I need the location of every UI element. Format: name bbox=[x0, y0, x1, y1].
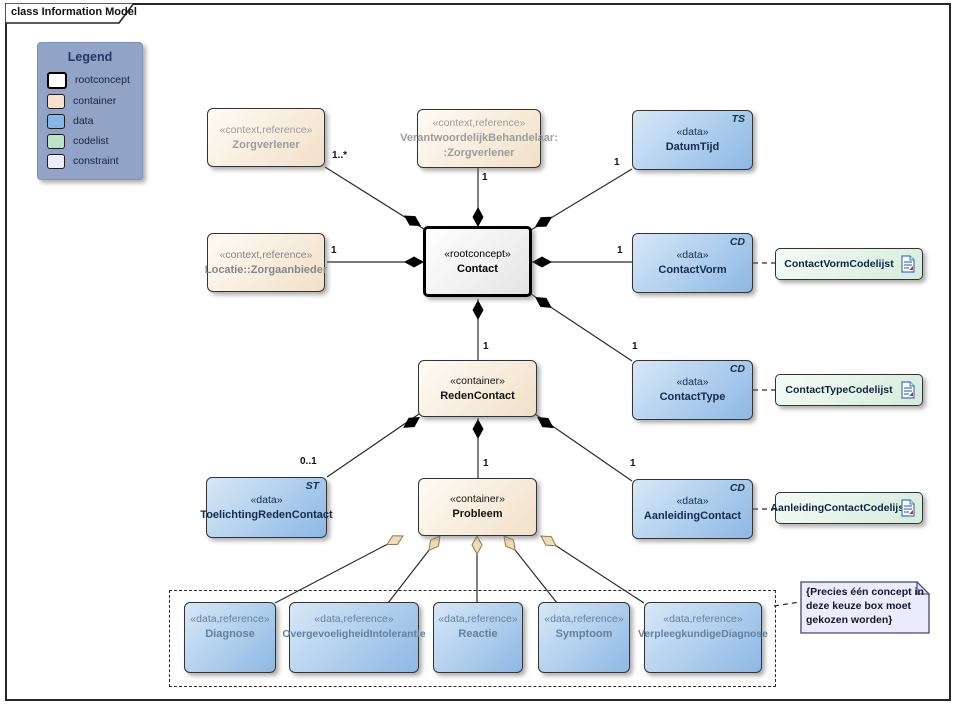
container-swatch bbox=[47, 93, 65, 109]
class-box-contactvorm[interactable]: CD «data» ContactVorm bbox=[632, 233, 753, 293]
legend-title: Legend bbox=[67, 50, 113, 64]
class-box-probleem[interactable]: «container» Probleem bbox=[418, 478, 537, 536]
legend-item-rootconcept: rootconcept bbox=[47, 71, 130, 89]
class-box-verantwoordelijkbehandelaar[interactable]: «context,reference» VerantwoordelijkBeha… bbox=[400, 109, 558, 168]
multiplicity-contacttype: 1 bbox=[632, 341, 638, 352]
note-shape bbox=[800, 580, 931, 634]
multiplicity-locatie: 1 bbox=[331, 245, 337, 256]
rootconcept-swatch bbox=[47, 71, 67, 89]
class-box-diagnose[interactable]: «data,reference» Diagnose bbox=[184, 602, 276, 673]
multiplicity-verantwoordelijk: 1 bbox=[482, 172, 488, 183]
codelist-box-contactvorm[interactable]: ContactVormCodelijst bbox=[775, 248, 923, 280]
class-box-overgevoeligheidintolerantie[interactable]: «data,reference» OvergevoeligheidIntoler… bbox=[282, 602, 426, 673]
legend-item-constraint: constraint bbox=[47, 153, 119, 169]
multiplicity-contactvorm: 1 bbox=[617, 245, 623, 256]
edge-choicebox-note bbox=[773, 601, 801, 607]
constraint-swatch bbox=[47, 153, 65, 169]
multiplicity-redencontact: 1 bbox=[483, 341, 489, 352]
data-swatch bbox=[47, 113, 65, 129]
constraint-note[interactable]: {Precies één concept in deze keuze box m… bbox=[800, 580, 931, 635]
class-box-datumtijd[interactable]: TS «data» DatumTijd bbox=[632, 110, 753, 170]
multiplicity-aanleiding: 1 bbox=[630, 458, 636, 469]
codelist-box-contacttype[interactable]: ContactTypeCodelijst bbox=[775, 374, 923, 406]
legend-item-codelist: codelist bbox=[47, 133, 109, 149]
multiplicity-zorgverlener: 1..* bbox=[332, 150, 348, 161]
choice-diamonds bbox=[386, 534, 557, 556]
codelist-swatch bbox=[47, 133, 65, 149]
class-box-reactie[interactable]: «data,reference» Reactie bbox=[433, 602, 523, 673]
constraint-note-text: {Precies één concept in deze keuze box m… bbox=[806, 586, 924, 626]
legend: Legend rootconcept container data codeli… bbox=[37, 42, 143, 180]
multiplicity-probleem: 1 bbox=[483, 458, 489, 469]
class-box-redencontact[interactable]: «container» RedenContact bbox=[418, 360, 537, 417]
edge-probleem-verpleegkundige bbox=[540, 535, 645, 604]
diagram-frame bbox=[5, 3, 951, 701]
composition-diamonds bbox=[403, 207, 554, 439]
class-box-aanleidingcontact[interactable]: CD «data» AanleidingContact bbox=[632, 479, 753, 539]
class-box-locatie-zorgaanbieder[interactable]: «context,reference» Locatie::Zorgaanbied… bbox=[205, 233, 327, 292]
codelist-document-icon bbox=[901, 255, 915, 273]
class-box-contacttype[interactable]: CD «data» ContactType bbox=[632, 360, 753, 420]
edge-toelichting-redencontact bbox=[326, 413, 420, 478]
class-box-toelichtingredencontact[interactable]: ST «data» ToelichtingRedenContact bbox=[200, 477, 333, 538]
multiplicity-datumtijd: 1 bbox=[614, 157, 620, 168]
multiplicity-toelichting: 0..1 bbox=[300, 456, 317, 467]
legend-item-data: data bbox=[47, 113, 93, 129]
class-box-contact[interactable]: «rootconcept» Contact bbox=[423, 226, 532, 297]
codelist-document-icon bbox=[901, 381, 915, 399]
diagram-tab-shape bbox=[5, 3, 135, 24]
codelist-document-icon bbox=[901, 499, 915, 517]
class-box-zorgverlener[interactable]: «context,reference» Zorgverlener bbox=[207, 108, 325, 167]
choice-group-box bbox=[169, 590, 776, 687]
diagram-tab-label: class Information Model bbox=[11, 6, 137, 18]
edge-probleem-diagnose bbox=[274, 535, 404, 604]
class-box-symptoom[interactable]: «data,reference» Symptoom bbox=[538, 602, 630, 673]
legend-item-container: container bbox=[47, 93, 116, 109]
class-box-verpleegkundigediagnose[interactable]: «data,reference» VerpleegkundigeDiagnose bbox=[638, 602, 768, 673]
codelist-box-aanleidingcontact[interactable]: AanleidingContactCodelijst bbox=[770, 492, 923, 524]
